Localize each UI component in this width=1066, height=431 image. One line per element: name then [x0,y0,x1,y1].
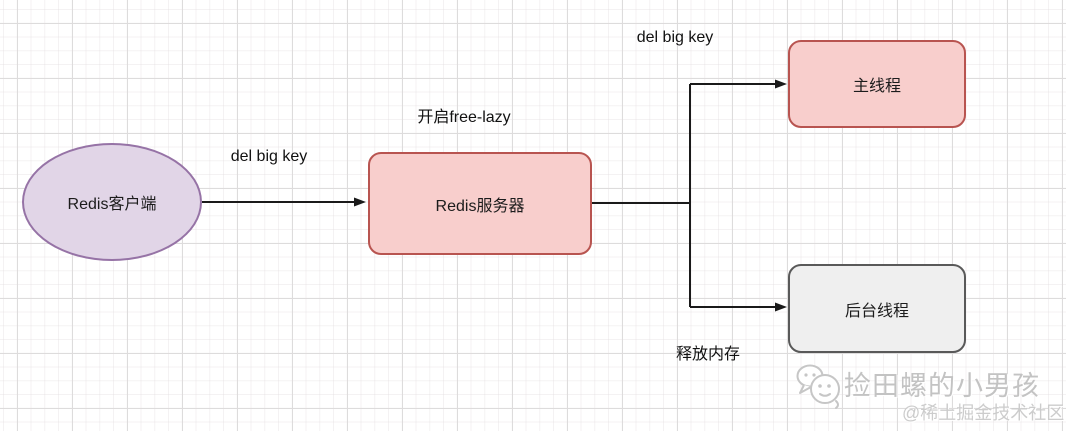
node-redis-server-label: Redis服务器 [435,197,525,215]
edge-label-del-big-key-top: del big key [636,29,714,46]
watermark-face-icon [796,364,840,409]
node-redis-client-label: Redis客户端 [67,196,157,213]
watermark: 捡田螺的小男孩 @稀土掘金技术社区 [792,358,1066,431]
node-background-thread-label: 后台线程 [844,302,909,320]
watermark-community: @稀土掘金技术社区 [902,403,1065,423]
edge-label-free-lazy: 开启free-lazy [417,109,511,126]
node-redis-server: Redis服务器 [368,152,592,255]
node-redis-client: Redis客户端 [22,143,202,261]
node-background-thread: 后台线程 [788,264,966,353]
node-main-thread: 主线程 [788,40,966,128]
edge-label-del-big-key-left: del big key [230,148,308,165]
node-main-thread-label: 主线程 [852,78,901,95]
edge-label-release-memory: 释放内存 [675,346,740,363]
watermark-author: 捡田螺的小男孩 [844,371,1040,401]
